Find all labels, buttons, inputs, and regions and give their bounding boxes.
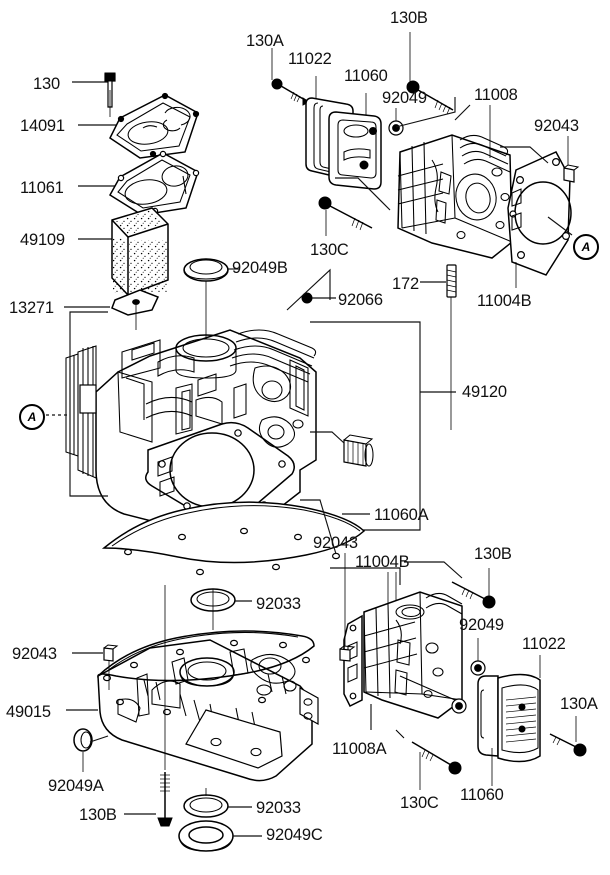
part-label-92043-mid: 92043	[313, 534, 358, 552]
leader-lines-top-left	[64, 81, 118, 308]
part-49109-element	[111, 207, 169, 296]
part-11060A-gasket	[101, 499, 370, 576]
part-label-49120: 49120	[462, 383, 507, 401]
part-label-49109: 49109	[20, 231, 65, 249]
part-130B-bolt-bottom	[124, 585, 173, 827]
bracket-A-left	[40, 311, 108, 497]
part-130C-bolt-top	[318, 177, 391, 236]
part-label-92066: 92066	[338, 291, 383, 309]
part-92043-nut-lower	[72, 644, 119, 690]
reference-mark-a-right: A	[573, 234, 599, 260]
part-49015-oil-pan	[66, 630, 319, 782]
part-label-14091: 14091	[20, 117, 65, 135]
part-label-11004B-top: 11004B	[477, 292, 532, 310]
part-130C-bolt-bottom	[395, 729, 462, 790]
part-13271-plate	[111, 289, 160, 330]
part-label-11060-top: 11060	[344, 67, 388, 85]
part-label-92049A: 92049A	[48, 777, 104, 795]
part-label-130B-top: 130B	[390, 9, 428, 27]
part-label-11008: 11008	[474, 86, 518, 104]
part-label-130A-top: 130A	[246, 32, 284, 50]
part-label-130C-bottom: 130C	[400, 794, 439, 812]
reference-mark-a-left: A	[19, 404, 45, 430]
part-label-130B-bottom-right: 130B	[474, 545, 512, 563]
part-130A-bolt-bottom	[549, 716, 587, 757]
part-130B-bolt-top	[406, 32, 454, 115]
part-label-11022-bottom: 11022	[522, 635, 566, 653]
part-92049-oring-top	[388, 108, 404, 136]
part-130A-bolt-top	[271, 48, 310, 106]
part-label-11022-top: 11022	[288, 50, 332, 68]
part-11004B-gasket-top	[507, 151, 573, 288]
part-label-11061: 11061	[20, 179, 64, 197]
part-label-49015: 49015	[6, 703, 51, 721]
part-label-92033-upper: 92033	[256, 595, 301, 613]
part-label-92043-lower-left: 92043	[12, 645, 57, 663]
part-label-92043-top: 92043	[534, 117, 579, 135]
part-14091-cover	[109, 90, 200, 159]
part-172-pin	[420, 264, 457, 430]
part-label-11008A: 11008A	[332, 740, 387, 758]
part-11022-cover-bottom	[497, 655, 541, 763]
part-130B-bolt-br	[404, 561, 496, 609]
part-92049A-seal	[73, 728, 109, 772]
part-92049B-seal	[183, 258, 240, 340]
part-92033-oring-upper	[190, 588, 252, 630]
part-label-13271: 13271	[9, 299, 54, 317]
part-11008-cylinder-head	[395, 97, 513, 259]
part-label-130C-top: 130C	[310, 241, 349, 259]
part-label-11060-bottom: 11060	[460, 786, 504, 804]
bracket-49120	[310, 321, 456, 531]
part-11060-element-bottom	[477, 675, 499, 786]
part-label-11060A: 11060A	[374, 506, 429, 524]
part-92033-oring-lower	[183, 788, 252, 818]
part-label-92049-top: 92049	[382, 89, 427, 107]
part-92043-nut-bottom	[339, 553, 356, 662]
part-label-92049C: 92049C	[266, 826, 323, 844]
part-label-130B-bottom-left: 130B	[79, 806, 117, 824]
part-49120-crankcase	[65, 329, 374, 541]
part-11060-element-top	[328, 93, 382, 190]
part-92049C-seal	[178, 820, 262, 852]
part-label-172: 172	[392, 275, 419, 293]
part-92049-oring-bottom	[399, 638, 486, 714]
part-label-92033-lower: 92033	[256, 799, 301, 817]
part-92043-nut-top	[500, 136, 580, 183]
part-11061-gasket	[108, 150, 200, 216]
part-label-130: 130	[33, 75, 60, 93]
part-92066-plug	[286, 268, 336, 311]
part-label-130A-bottom: 130A	[560, 695, 598, 713]
part-label-92049B: 92049B	[232, 259, 288, 277]
part-11008A-cylinder-head	[363, 572, 463, 730]
part-label-92049-bottom: 92049	[459, 616, 504, 634]
part-label-11004B-bottom: 11004B	[355, 553, 410, 571]
